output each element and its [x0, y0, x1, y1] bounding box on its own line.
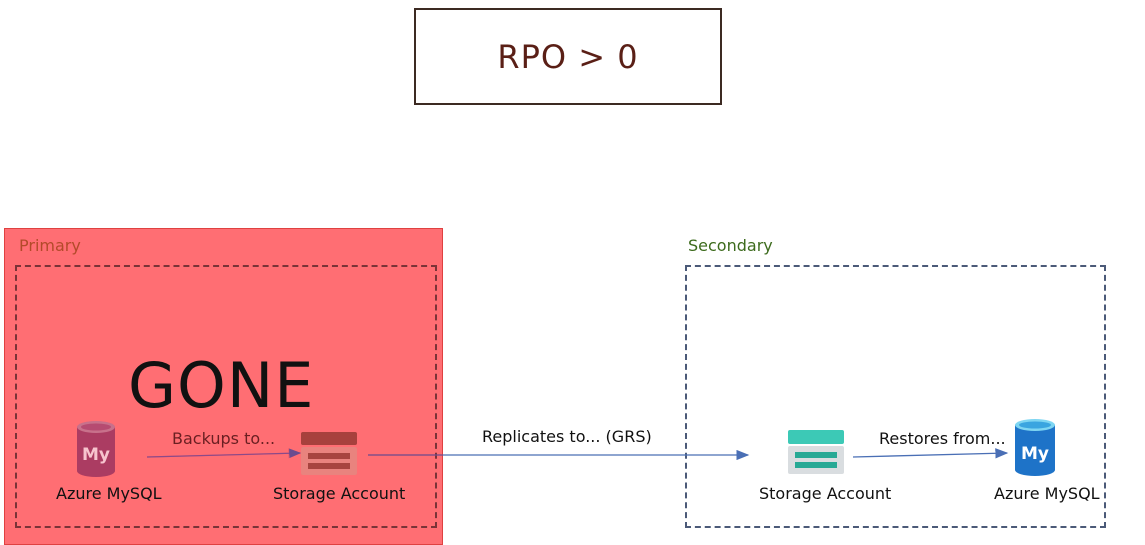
svg-text:My: My [82, 445, 110, 465]
primary-storage-icon-tinted [301, 432, 357, 475]
primary-storage-label: Storage Account [273, 484, 406, 503]
rpo-title-box: RPO > 0 [414, 8, 722, 105]
gone-status-text: GONE [128, 349, 315, 422]
secondary-region-boundary [685, 265, 1106, 528]
secondary-region-label: Secondary [688, 236, 773, 255]
backup-arrow-visible [146, 448, 302, 459]
secondary-mysql-icon: My [1015, 419, 1055, 476]
primary-region-boundary [15, 265, 437, 528]
secondary-storage-icon [788, 430, 844, 474]
primary-region-label: Primary [19, 236, 81, 255]
rpo-title: RPO > 0 [497, 37, 639, 76]
restore-edge-label: Restores from... [879, 429, 1006, 448]
primary-mysql-icon-tinted: My [77, 421, 115, 477]
primary-region-overlay [4, 228, 443, 545]
svg-text:My: My [1021, 444, 1049, 464]
restore-arrow [852, 448, 1009, 459]
secondary-storage-label: Storage Account [759, 484, 892, 503]
secondary-mysql-label: Azure MySQL [994, 484, 1100, 503]
backup-edge-label: Backups to... [172, 429, 276, 448]
primary-mysql-label: Azure MySQL [56, 484, 162, 503]
replicate-edge-label: Replicates to... (GRS) [482, 427, 652, 446]
